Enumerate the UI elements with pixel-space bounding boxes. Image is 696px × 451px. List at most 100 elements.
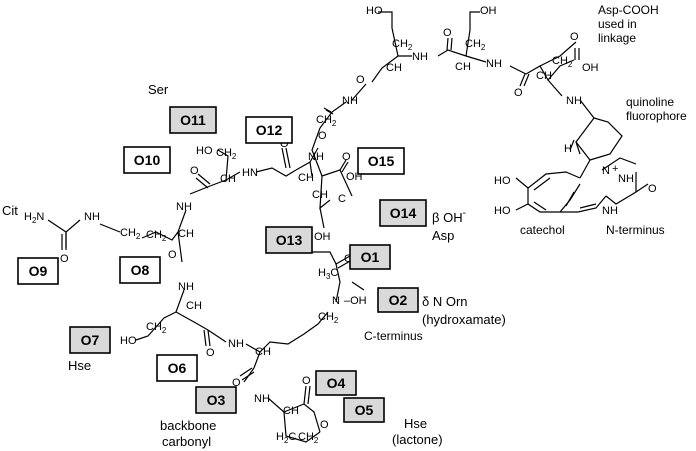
svg-text:NH: NH (228, 338, 244, 350)
svg-text:O: O (318, 130, 327, 142)
label-quinoline-2: fluorophore (626, 109, 687, 123)
label-box-o6: O6 (156, 354, 198, 382)
label-asp-cooh-1: Asp-COOH (598, 3, 659, 17)
label-box-text: O9 (29, 263, 48, 279)
svg-text:CH2: CH2 (316, 114, 337, 128)
label-box-frame (17, 257, 59, 285)
label-box-text: O3 (207, 392, 226, 408)
label-box-frame (377, 287, 419, 313)
svg-text:CH2: CH2 (465, 38, 486, 52)
svg-text:O: O (206, 347, 215, 359)
label-c-terminus: C-terminus (364, 329, 423, 343)
svg-text:NH: NH (618, 173, 634, 185)
svg-text:CH2: CH2 (146, 229, 167, 243)
label-box-o3: O3 (195, 386, 237, 414)
svg-text:HO: HO (494, 175, 511, 187)
svg-text:O: O (342, 151, 351, 163)
label-hse-lactone: Hse (404, 416, 427, 431)
label-backbone: backbone (160, 418, 216, 433)
svg-text:OH: OH (582, 62, 599, 74)
label-box-text: O15 (368, 153, 395, 169)
svg-text:CH: CH (186, 300, 202, 312)
label-asp-cooh-3: linkage (598, 31, 636, 45)
svg-text:H: H (564, 143, 572, 155)
svg-text:NH: NH (178, 281, 194, 293)
label-quinoline-1: quinoline (626, 95, 674, 109)
svg-text:N: N (332, 295, 340, 307)
atom-labels: HO CH2 CH NH O CH2 OH CH NH O CH CH2 O O… (24, 5, 657, 445)
svg-text:O: O (648, 183, 657, 195)
label-box-text: O11 (180, 112, 206, 128)
svg-text:O: O (190, 165, 199, 177)
label-box-o11: O11 (169, 106, 217, 134)
label-ser: Ser (148, 82, 169, 97)
svg-text:NH: NH (566, 95, 582, 107)
label-box-o10: O10 (123, 146, 171, 174)
svg-text:CH: CH (298, 172, 314, 184)
svg-text:HN: HN (242, 167, 258, 179)
svg-text:NH: NH (602, 205, 618, 217)
svg-text:+: + (612, 163, 618, 175)
label-box-o15: O15 (357, 147, 405, 175)
label-box-o2: O2 (377, 287, 419, 313)
svg-text:CH: CH (455, 61, 471, 73)
svg-text:CH: CH (536, 70, 552, 82)
label-box-frame (379, 199, 427, 227)
svg-text:CH2: CH2 (120, 227, 141, 241)
label-box-o1: O1 (349, 244, 391, 270)
svg-text:O: O (232, 377, 241, 389)
label-box-text: O2 (389, 292, 408, 308)
label-box-text: O14 (390, 205, 417, 221)
svg-text:CH: CH (283, 405, 299, 417)
label-box-frame (169, 106, 217, 134)
label-box-o13: O13 (265, 226, 313, 254)
label-box-o8: O8 (119, 256, 161, 284)
svg-text:C: C (338, 193, 346, 205)
svg-text:O: O (168, 249, 177, 261)
label-box-frame (245, 116, 293, 144)
label-box-frame (119, 256, 161, 284)
label-box-frame (265, 226, 313, 254)
svg-text:HO: HO (494, 205, 511, 217)
label-box-o9: O9 (17, 257, 59, 285)
svg-text:NH: NH (84, 211, 100, 223)
label-box-frame (349, 244, 391, 270)
svg-text:O: O (60, 253, 69, 265)
svg-text:CH: CH (312, 189, 328, 201)
label-n-terminus: N-terminus (606, 223, 665, 237)
svg-text:CH: CH (255, 346, 271, 358)
label-box-text: O6 (168, 360, 187, 376)
svg-text:O: O (280, 138, 289, 150)
label-box-o5: O5 (343, 397, 385, 423)
label-delta-n-orn: δ N Orn (422, 294, 468, 309)
label-box-text: O5 (355, 402, 374, 418)
svg-text:CH2: CH2 (318, 311, 339, 325)
label-box-text: O1 (361, 249, 380, 265)
bond-lines (47, 11, 649, 443)
svg-text:OH: OH (314, 231, 331, 243)
svg-text:CH2: CH2 (298, 431, 319, 445)
label-box-text: O12 (256, 122, 283, 138)
label-box-frame (195, 386, 237, 414)
svg-text:HO: HO (120, 335, 137, 347)
label-box-text: O13 (276, 232, 303, 248)
label-box-frame (315, 370, 357, 396)
label-box-frame (156, 354, 198, 382)
svg-text:O: O (320, 419, 329, 431)
svg-text:HO: HO (196, 145, 213, 157)
svg-text:CH2: CH2 (552, 55, 573, 69)
svg-text:CH: CH (178, 228, 194, 240)
svg-text:NH: NH (176, 201, 192, 213)
svg-text:NH: NH (486, 58, 502, 70)
label-hse-left: Hse (68, 358, 91, 373)
label-hydroxamate: (hydroxamate) (422, 312, 506, 327)
label-beta-oh: β OH- (432, 208, 466, 225)
label-box-o14: O14 (379, 199, 427, 227)
label-box-text: O10 (134, 152, 161, 168)
svg-text:CH2: CH2 (392, 38, 413, 52)
svg-text:O: O (344, 253, 353, 265)
svg-text:CH: CH (386, 62, 402, 74)
label-box-frame (357, 147, 405, 175)
